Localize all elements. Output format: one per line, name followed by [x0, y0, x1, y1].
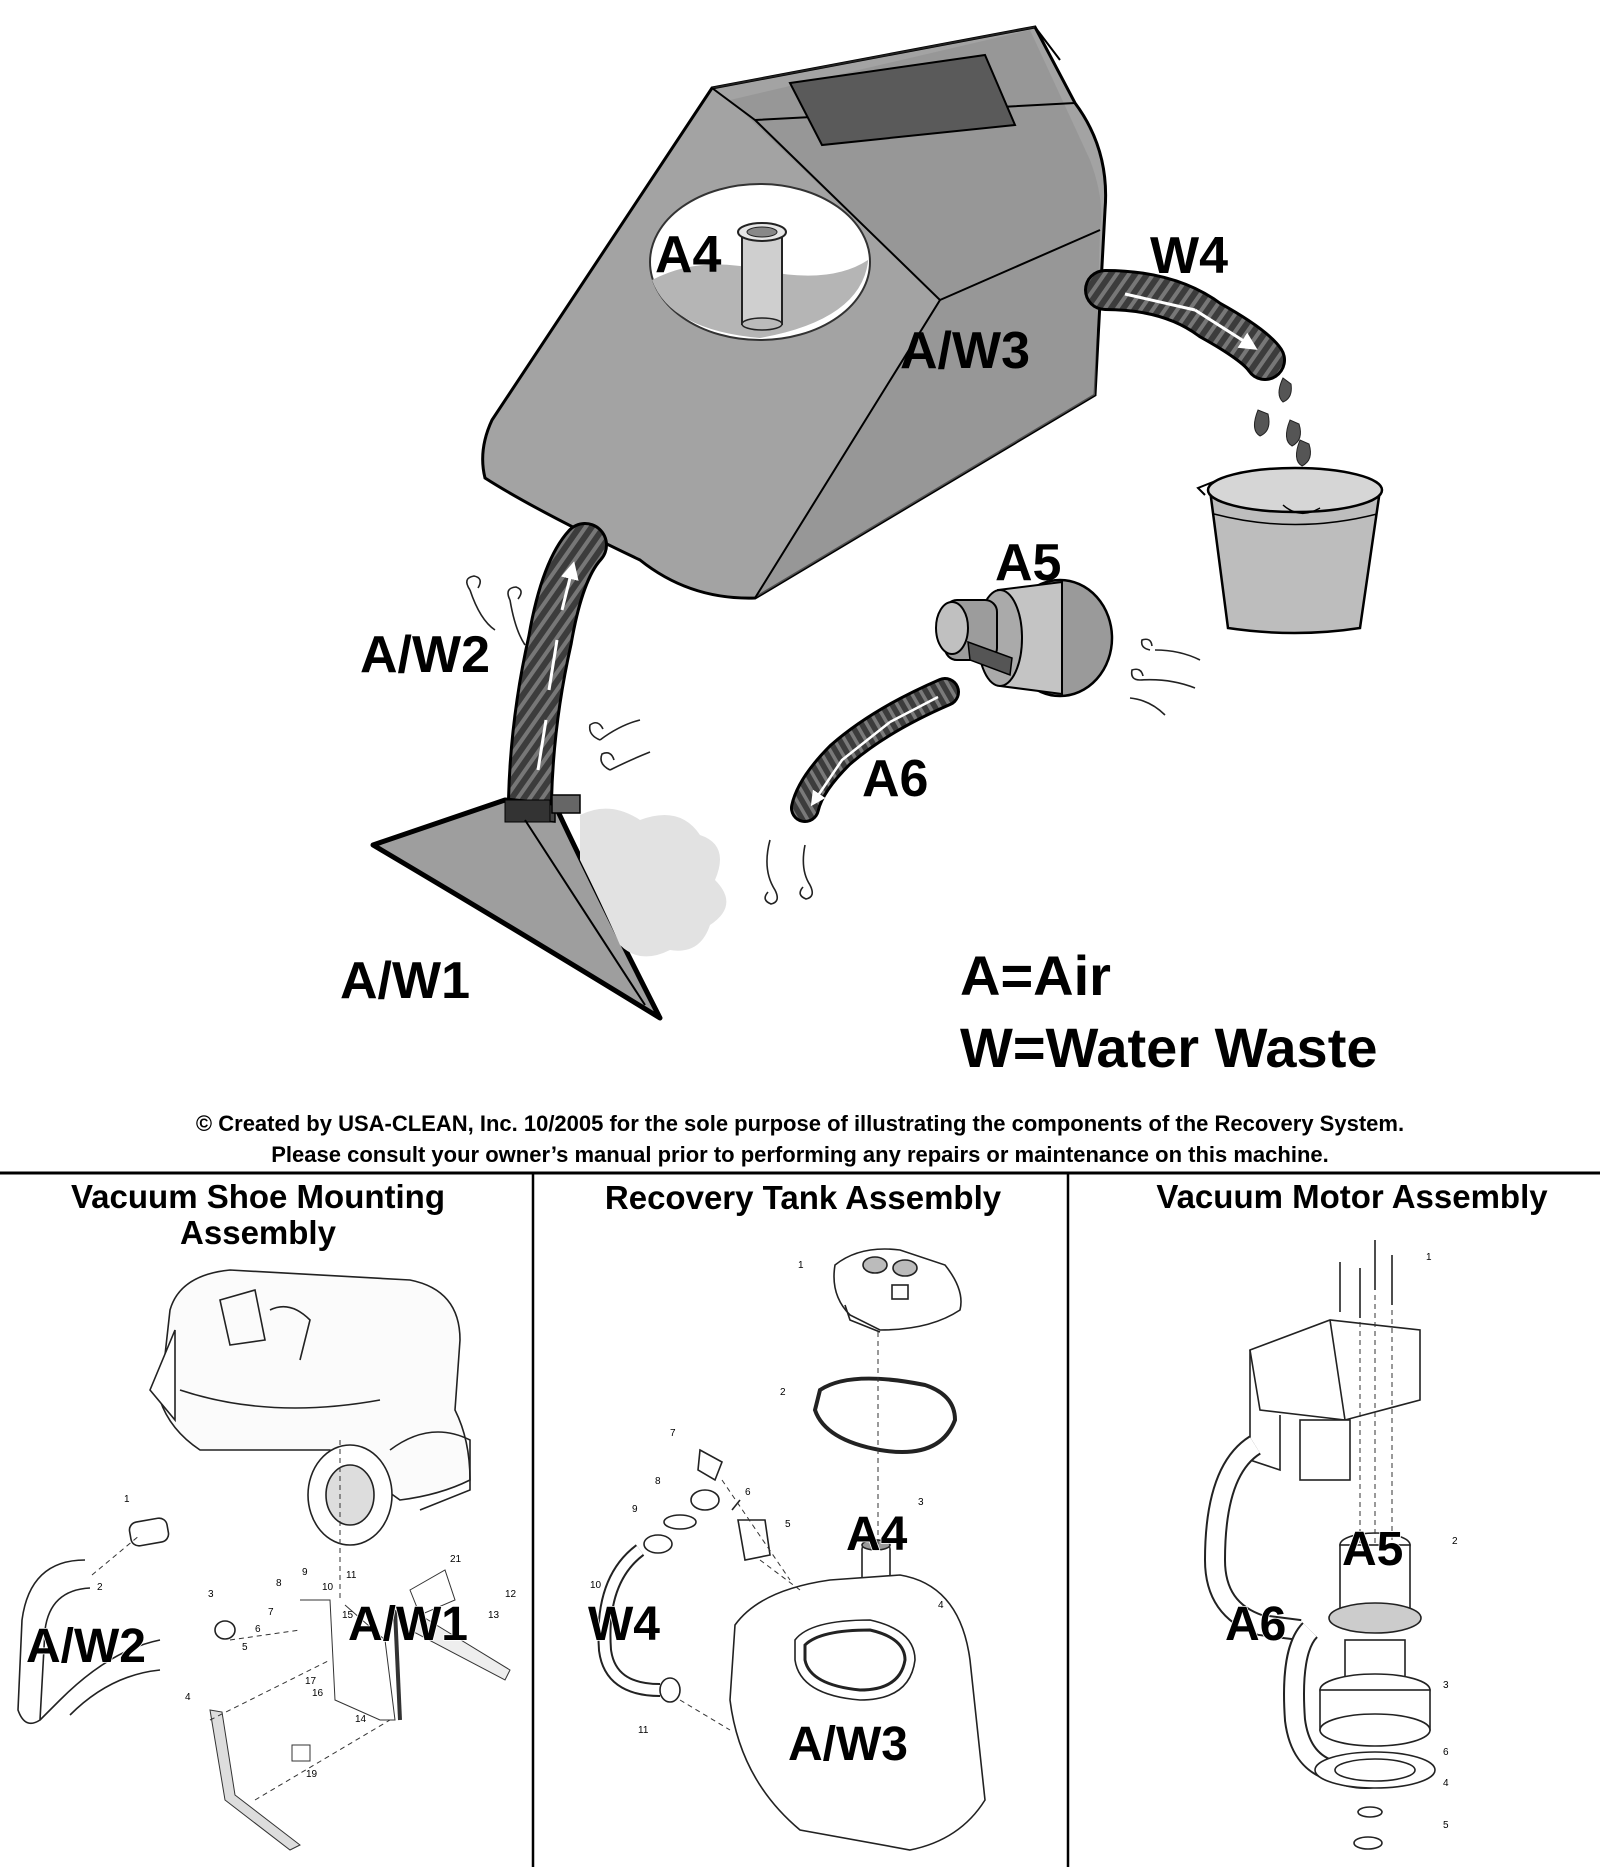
- label-a5: A5: [995, 534, 1061, 592]
- label-aw3: A/W3: [900, 322, 1030, 380]
- intake-hose: [507, 522, 608, 823]
- callout: 14: [355, 1714, 367, 1725]
- callout: 3: [1443, 1680, 1449, 1691]
- label-aw2: A/W2: [360, 626, 490, 684]
- callout: 6: [1443, 1747, 1449, 1758]
- recovery-tank: [481, 25, 1108, 600]
- label-a4: A4: [846, 1508, 908, 1561]
- drain-hose: [1084, 269, 1286, 381]
- callout: 3: [918, 1497, 924, 1508]
- copyright-line-1: © Created by USA-CLEAN, Inc. 10/2005 for…: [196, 1111, 1404, 1136]
- label-a6: A6: [1225, 1598, 1286, 1651]
- tank-lid-window: [788, 53, 1017, 147]
- callouts: 1 2 3 4 5 6 7 8 9 10 11 12 13 14 15 16 1…: [97, 1494, 517, 1780]
- callout: 16: [312, 1688, 324, 1699]
- callout: 6: [255, 1624, 261, 1635]
- bucket: [1196, 466, 1384, 635]
- legend-water: W=Water Waste: [960, 1016, 1377, 1079]
- callout: 10: [590, 1580, 602, 1591]
- callout: 17: [305, 1676, 317, 1687]
- callout: 19: [306, 1769, 318, 1780]
- callout: 15: [342, 1610, 354, 1621]
- callout: 12: [505, 1589, 517, 1600]
- callout: 4: [938, 1600, 944, 1611]
- callout: 2: [780, 1387, 786, 1398]
- callout: 1: [798, 1260, 804, 1271]
- air-swirls: [466, 575, 1201, 905]
- vacuum-motor: [935, 578, 1114, 698]
- panel-title-line: Recovery Tank Assembly: [605, 1179, 1002, 1216]
- callout: 7: [670, 1428, 676, 1439]
- callout: 2: [97, 1582, 103, 1593]
- panel-recovery-tank: Recovery Tank Assembly: [587, 1179, 1002, 1851]
- callout: 9: [632, 1504, 638, 1515]
- callouts: 1 2 3 4 5 6: [1426, 1252, 1458, 1831]
- callout: 4: [1443, 1778, 1449, 1789]
- label-aw2: A/W2: [26, 1620, 146, 1673]
- label-a6: A6: [862, 750, 928, 808]
- panel-frame: [0, 1171, 1600, 1867]
- callout: 13: [488, 1610, 500, 1621]
- legend-air: A=Air: [960, 944, 1111, 1007]
- callout: 8: [276, 1578, 282, 1589]
- callout: 10: [322, 1582, 334, 1593]
- callouts: 1 2 3 4 5 6 7 8 9 10 11: [590, 1260, 944, 1736]
- callout: 9: [302, 1567, 308, 1578]
- copyright-line-2: Please consult your owner’s manual prior…: [271, 1142, 1328, 1167]
- callout: 1: [1426, 1252, 1432, 1263]
- callout: 5: [242, 1642, 248, 1653]
- callout: 5: [785, 1519, 791, 1530]
- panel-title-line: Assembly: [180, 1214, 337, 1251]
- callout: 6: [745, 1487, 751, 1498]
- label-a4: A4: [655, 226, 722, 284]
- label-a5: A5: [1342, 1523, 1403, 1576]
- label-aw1: A/W1: [348, 1598, 468, 1651]
- vacuum-shoe: [370, 794, 663, 1021]
- callout: 2: [1452, 1536, 1458, 1547]
- label-aw1: A/W1: [340, 952, 470, 1010]
- callout: 11: [638, 1725, 649, 1736]
- callout: 3: [208, 1589, 214, 1600]
- standpipe: [737, 222, 787, 331]
- callout: 1: [124, 1494, 130, 1505]
- callout: 7: [268, 1607, 274, 1618]
- panel-title-line: Vacuum Motor Assembly: [1156, 1178, 1548, 1215]
- label-aw3: A/W3: [788, 1718, 908, 1771]
- exhaust-hose: [790, 677, 960, 823]
- callout: 11: [346, 1570, 357, 1581]
- callout: 5: [1443, 1820, 1449, 1831]
- callout: 21: [450, 1554, 462, 1565]
- label-w4: W4: [588, 1598, 660, 1651]
- panel-title-line: Vacuum Shoe Mounting: [71, 1178, 445, 1215]
- callout: 4: [185, 1692, 191, 1703]
- steam-cloud: [580, 808, 727, 957]
- callout: 8: [655, 1476, 661, 1487]
- panel-vacuum-motor: Vacuum Motor Assembly: [1156, 1178, 1548, 1850]
- label-w4: W4: [1150, 227, 1228, 285]
- water-drops: [1254, 377, 1311, 467]
- panel-vacuum-shoe-mounting: Vacuum Shoe Mounting Assembly: [17, 1178, 517, 1851]
